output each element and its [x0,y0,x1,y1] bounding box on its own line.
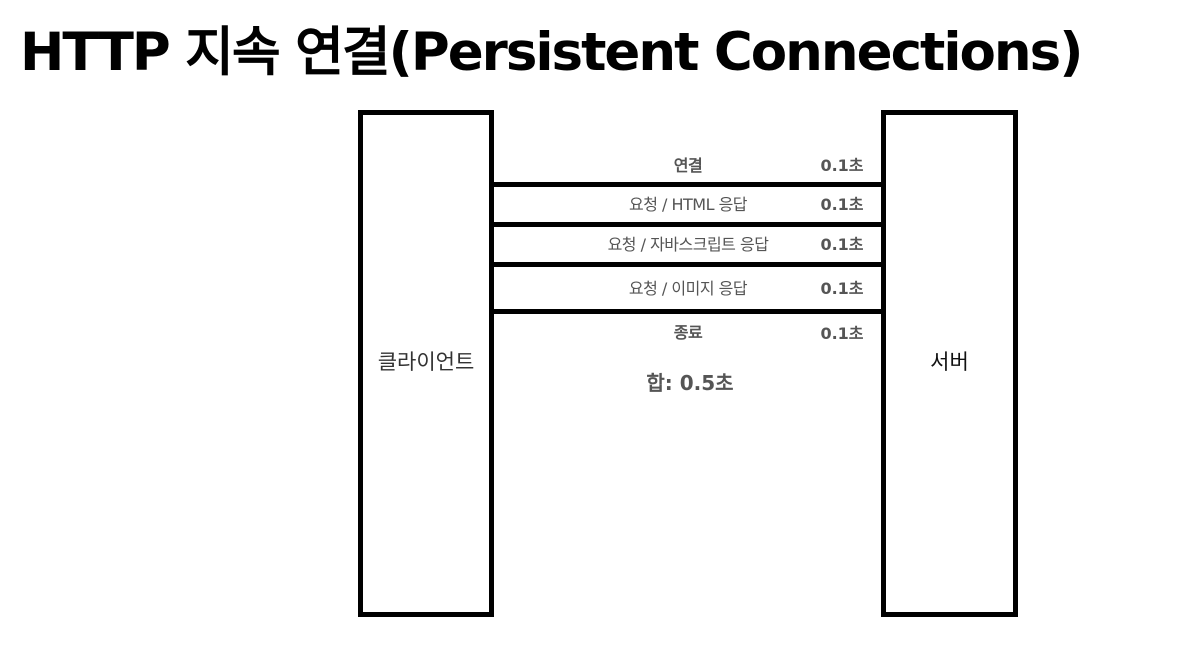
step-connect-label: 연결 [673,156,703,175]
connection-band-lower [494,262,881,314]
step-javascript-label: 요청 / 자바스크립트 응답 [607,235,769,254]
client-box: 클라이언트 [358,110,494,617]
step-connect-time: 0.1초 [820,156,864,175]
server-box: 서버 [881,110,1018,617]
step-image-time: 0.1초 [820,279,864,298]
server-label: 서버 [930,350,969,374]
step-close-time: 0.1초 [820,324,864,343]
client-label: 클라이언트 [377,350,475,374]
page-title: HTTP 지속 연결(Persistent Connections) [20,22,1083,83]
step-html-label: 요청 / HTML 응답 [628,195,748,214]
connection-band-upper [494,182,881,227]
step-javascript-time: 0.1초 [820,235,864,254]
step-close-label: 종료 [673,323,703,342]
step-image-label: 요청 / 이미지 응답 [628,279,748,298]
step-html-time: 0.1초 [820,195,864,214]
total-time: 합: 0.5초 [646,371,734,395]
